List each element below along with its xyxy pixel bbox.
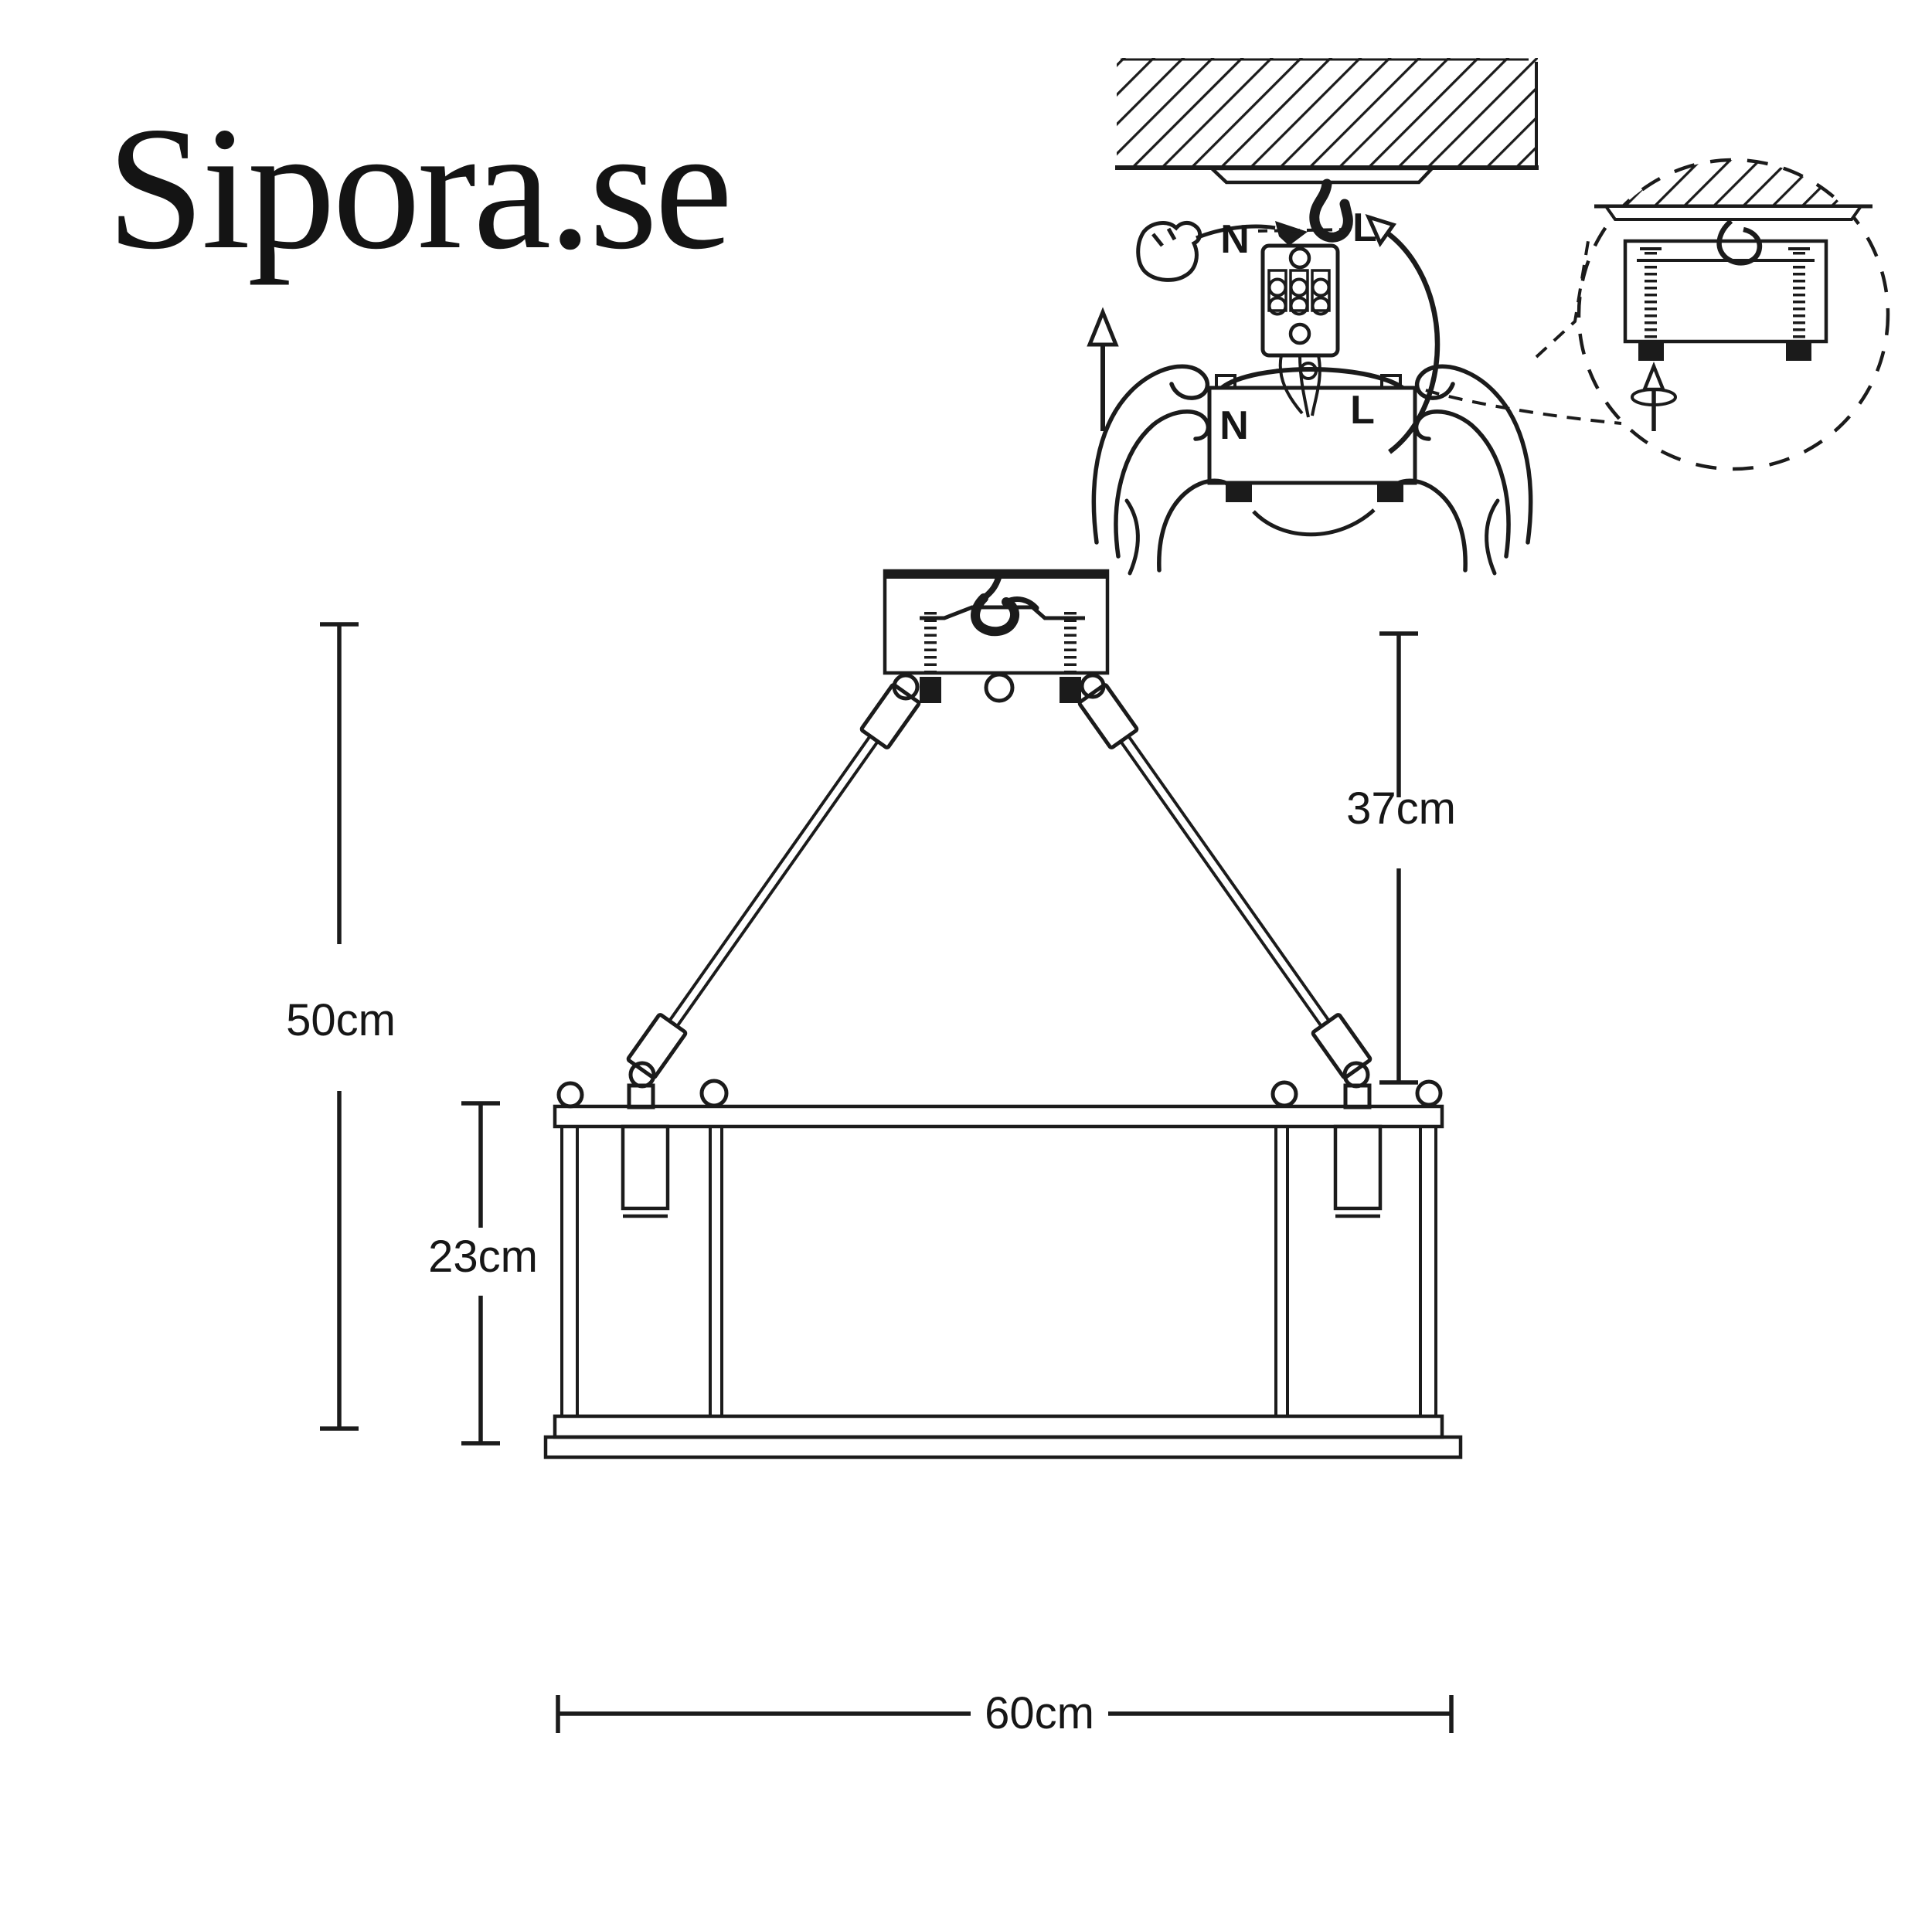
curved-arrow-icon — [1365, 213, 1440, 454]
ceiling-hatch — [1115, 58, 1539, 170]
finial-ball — [699, 1079, 729, 1108]
inset-leader-line — [1535, 231, 1591, 358]
label-line-bottom: L — [1350, 388, 1375, 433]
inset-screw-arrow-icon — [1631, 361, 1677, 431]
dimension-label-50cm: 50cm — [286, 995, 396, 1045]
left-hand — [1091, 364, 1236, 576]
dimension-suspension-height: 37cm — [1346, 631, 1456, 1085]
inset-nut — [1638, 340, 1664, 361]
hanger-bar — [920, 605, 1085, 620]
dimension-label-37cm: 37cm — [1346, 783, 1456, 834]
cable-arrowhead-icon — [1275, 221, 1308, 246]
ceiling-plate — [1207, 166, 1437, 185]
dimension-width: 60cm — [556, 1688, 1454, 1738]
plug-cable — [1196, 224, 1276, 240]
rod-mount-block — [627, 1083, 655, 1109]
rod-mount-block — [1343, 1083, 1372, 1109]
detail-inset — [1577, 158, 1890, 471]
inset-circle — [1577, 158, 1890, 471]
dimension-frame-height: 23cm — [428, 1101, 538, 1446]
canopy-wire-tail — [1003, 596, 1039, 611]
inset-canopy — [1623, 239, 1828, 361]
suspension-rod-right — [1077, 683, 1372, 1109]
glass-cylinder-right — [1333, 1124, 1383, 1218]
inset-ceiling-hatch — [1579, 160, 1888, 206]
installation-diagram: N L N L — [1087, 58, 1622, 576]
suspension-rod-left — [626, 683, 921, 1109]
held-canopy — [1207, 362, 1417, 502]
dimension-label-23cm: 23cm — [428, 1232, 538, 1282]
canopy-foot — [1377, 483, 1403, 502]
palms-under-canopy — [1252, 508, 1376, 537]
terminal-block — [1260, 243, 1340, 418]
right-hand — [1388, 364, 1533, 576]
main-drawing: 50cm 37cm 23cm 60cm — [286, 569, 1463, 1738]
inset-leader-line — [1425, 389, 1622, 425]
finial-ball — [556, 1081, 584, 1109]
glass-cylinder-left — [621, 1124, 670, 1218]
finial-ball — [1270, 1080, 1298, 1108]
frame-bottom-lip — [543, 1435, 1463, 1459]
canopy-hook-icon — [971, 593, 1019, 637]
up-arrow-icon — [1087, 307, 1119, 431]
canopy — [883, 569, 1110, 677]
lamp-frame — [543, 1079, 1463, 1459]
finial-ball — [1415, 1079, 1443, 1107]
spring-bracket — [1220, 367, 1404, 390]
label-neutral-bottom: N — [1219, 403, 1249, 448]
brand-logo: Sipora.se — [107, 91, 730, 286]
frame-bottom-rail — [553, 1414, 1444, 1439]
label-neutral-top: N — [1220, 217, 1250, 262]
dimension-total-height: 50cm — [286, 622, 396, 1431]
rod-nut — [920, 677, 941, 703]
inset-ceiling-plate — [1603, 205, 1864, 221]
rod-nut — [1060, 677, 1081, 703]
frame-top-rail — [553, 1104, 1444, 1129]
dimension-label-60cm: 60cm — [985, 1688, 1094, 1738]
power-plug-icon — [1136, 220, 1308, 282]
inset-nut — [1786, 340, 1811, 361]
canopy-center-ball — [984, 672, 1015, 703]
canopy-foot — [1226, 483, 1252, 502]
